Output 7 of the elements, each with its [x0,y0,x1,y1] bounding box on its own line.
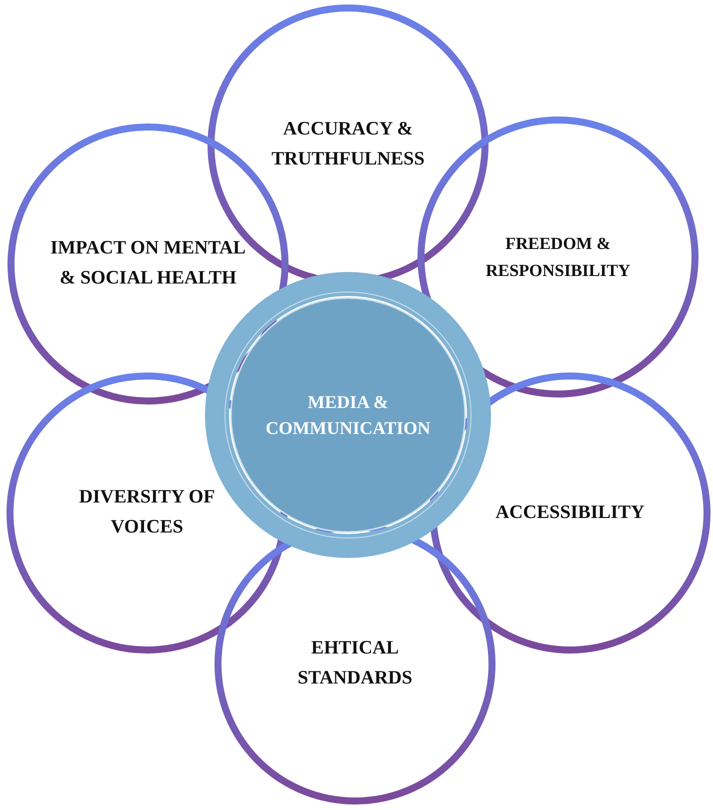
hub-label: MEDIA & COMMUNICATION [264,390,432,440]
circle-label: ACCURACY & TRUTHFULNESS [270,118,426,172]
circle-label: FREEDOM & RESPONSIBILITY [484,232,632,282]
circle-label: DIVERSITY OF VOICES [78,486,216,540]
circle-label: ACCESSIBILITY [494,500,646,525]
circle-label: EHTICAL STANDARDS [296,636,414,691]
circle-label: IMPACT ON MENTAL & SOCIAL HEALTH [49,236,247,291]
